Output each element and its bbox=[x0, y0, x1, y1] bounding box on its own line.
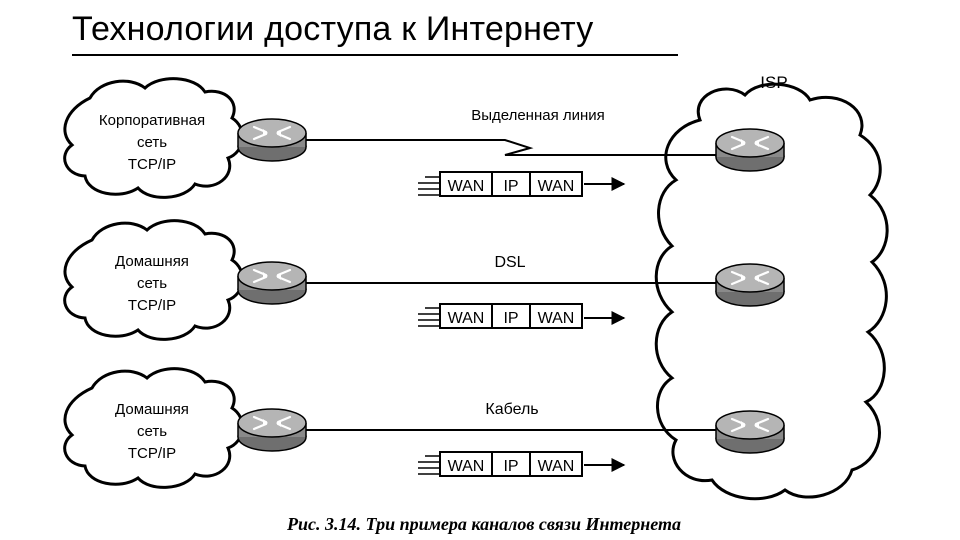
row-dsl: Домашняя сеть TCP/IP DSL WAN IP WAN bbox=[63, 219, 786, 341]
cloud-label-line3: TCP/IP bbox=[128, 297, 176, 314]
frame-wan-trailer: WAN bbox=[538, 310, 575, 327]
row-corporate: Корпоративная сеть TCP/IP Выделенная лин… bbox=[63, 77, 786, 199]
frame-wan-trailer: WAN bbox=[538, 458, 575, 475]
cloud-label-line1: Домашняя bbox=[115, 401, 189, 418]
title-underline bbox=[72, 54, 678, 56]
router-icon bbox=[236, 260, 308, 306]
frame-ip: IP bbox=[503, 178, 518, 195]
frame-wan-header: WAN bbox=[448, 178, 485, 195]
packet-frame: WAN IP WAN bbox=[418, 451, 626, 477]
slide-title: Технологии доступа к Интернету bbox=[72, 10, 594, 48]
link-label: Выделенная линия bbox=[471, 107, 605, 124]
isp-label: ISP bbox=[760, 73, 787, 92]
figure-caption: Рис. 3.14. Три примера каналов связи Инт… bbox=[286, 514, 681, 534]
link-label: DSL bbox=[494, 254, 525, 271]
cloud-label-line1: Домашняя bbox=[115, 253, 189, 270]
router-icon bbox=[714, 262, 786, 308]
cloud-icon bbox=[63, 219, 244, 341]
cloud-icon bbox=[63, 77, 244, 199]
cloud-label-line2: сеть bbox=[137, 134, 167, 151]
packet-frame: WAN IP WAN bbox=[418, 171, 626, 197]
frame-wan-header: WAN bbox=[448, 458, 485, 475]
cloud-label-line3: TCP/IP bbox=[128, 445, 176, 462]
row-cable: Домашняя сеть TCP/IP Кабель WAN IP WAN bbox=[63, 367, 786, 489]
router-icon bbox=[236, 407, 308, 453]
frame-wan-header: WAN bbox=[448, 310, 485, 327]
router-icon bbox=[714, 409, 786, 455]
router-icon bbox=[714, 127, 786, 173]
cloud-label-line3: TCP/IP bbox=[128, 156, 176, 173]
cloud-label-line1: Корпоративная bbox=[99, 112, 205, 129]
cloud-label-line2: сеть bbox=[137, 275, 167, 292]
cloud-label-line2: сеть bbox=[137, 423, 167, 440]
frame-wan-trailer: WAN bbox=[538, 178, 575, 195]
router-icon bbox=[236, 117, 308, 163]
frame-ip: IP bbox=[503, 458, 518, 475]
link-label: Кабель bbox=[485, 401, 538, 418]
cloud-icon bbox=[63, 367, 244, 489]
packet-frame: WAN IP WAN bbox=[418, 303, 626, 329]
leased-line bbox=[306, 139, 716, 156]
frame-ip: IP bbox=[503, 310, 518, 327]
